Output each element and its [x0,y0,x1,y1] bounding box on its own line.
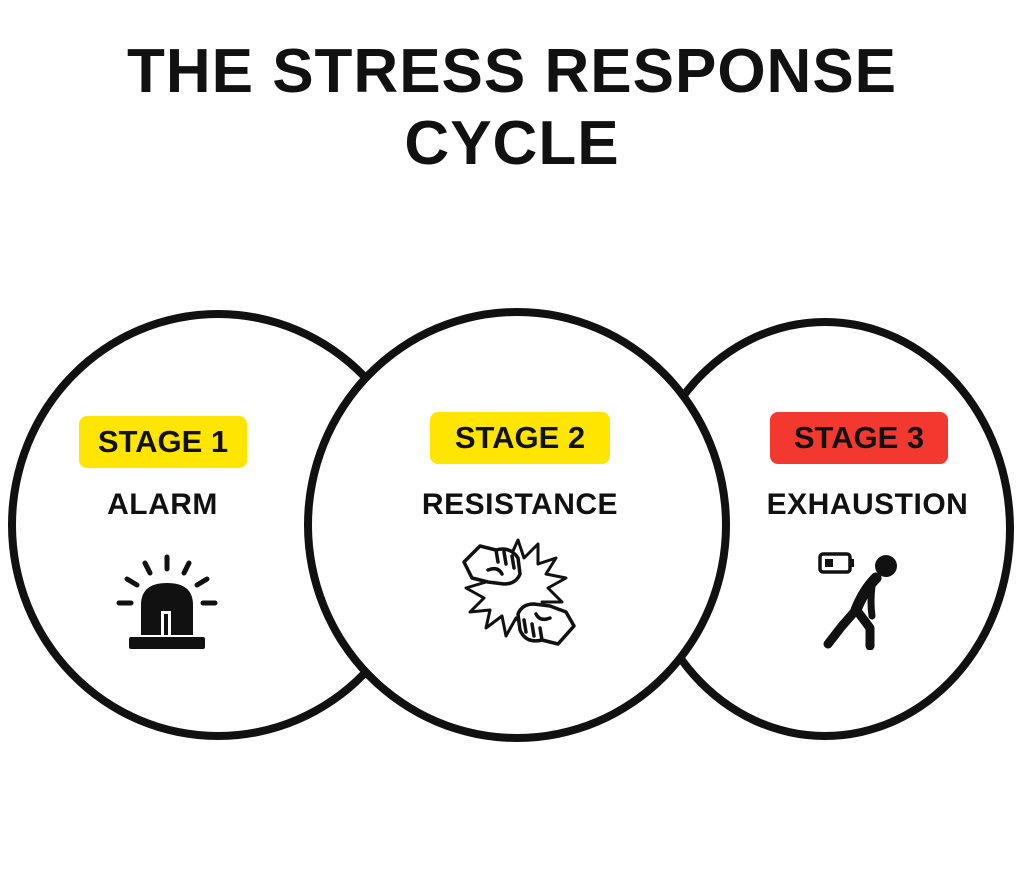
alarm-siren-icon [116,554,218,649]
exhausted-person-low-battery-icon [818,552,897,650]
fist-bump-clash-icon [462,538,576,646]
title-line-1: THE STRESS RESPONSE [126,37,898,106]
stage-3-name: EXHAUSTION [766,488,969,521]
stage-1-name: ALARM [107,488,218,521]
stage-2-badge: STAGE 2 [430,412,610,464]
stage-2-circle [304,308,730,742]
title-line-2: CYCLE [404,109,620,178]
stage-3-circle [636,318,1014,740]
stage-1-badge: STAGE 1 [79,416,247,468]
page-title: THE STRESS RESPONSE CYCLE [0,36,1024,180]
stage-3-badge: STAGE 3 [770,412,948,464]
stage-2-name: RESISTANCE [421,488,619,521]
